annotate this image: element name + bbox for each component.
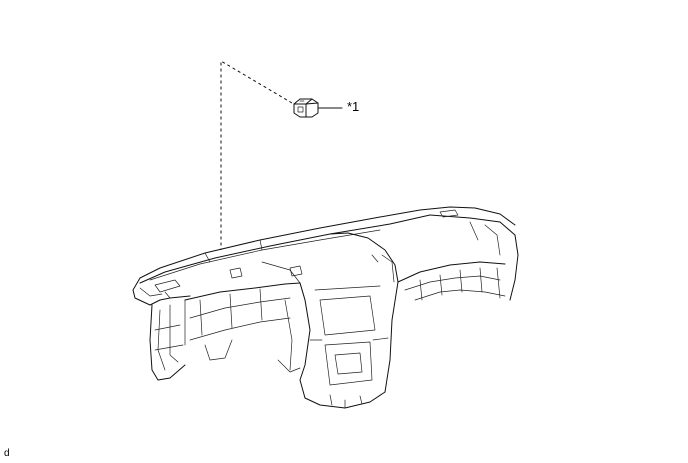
dashed-leader-line: [220, 60, 293, 250]
instrument-panel-reinforcement-icon: [132, 206, 519, 409]
figure-code: d: [4, 448, 10, 459]
callout-label-1: *1: [347, 99, 360, 114]
clip-part-icon: [293, 98, 319, 118]
